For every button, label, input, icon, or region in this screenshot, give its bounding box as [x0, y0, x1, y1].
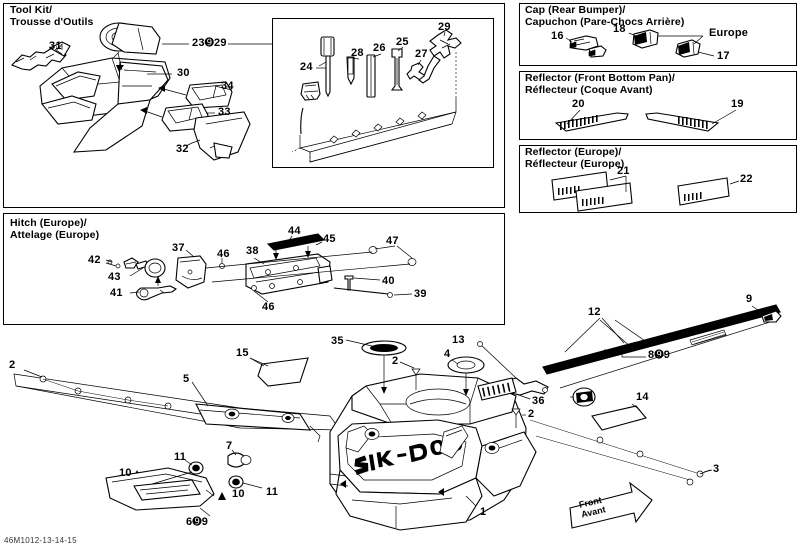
callout-10-right: 10 — [232, 488, 245, 500]
panel-reflector-front-title: Reflector (Front Bottom Pan)/ Réflecteur… — [525, 72, 675, 96]
callout-47: 47 — [386, 235, 399, 247]
callout-35: 35 — [331, 335, 344, 347]
callout-34: 34 — [221, 80, 234, 92]
panel-hitch-title: Hitch (Europe)/ Attelage (Europe) — [10, 217, 100, 241]
callout-14: 14 — [636, 391, 649, 403]
callout-11-bottom: 11 — [266, 486, 279, 498]
callout-2-right: 2 — [528, 408, 535, 420]
callout-8-9: 8➒9 — [648, 349, 671, 361]
callout-32: 32 — [176, 143, 189, 155]
callout-37: 37 — [172, 242, 185, 254]
callout-20: 20 — [572, 98, 585, 110]
callout-46-bottom: 46 — [262, 301, 275, 313]
panel-cap-title: Cap (Rear Bumper)/ Capuchon (Pare-Chocs … — [525, 4, 685, 28]
callout-18: 18 — [613, 23, 626, 35]
callout-41: 41 — [110, 287, 123, 299]
callout-38: 38 — [246, 245, 259, 257]
callout-43: 43 — [108, 271, 121, 283]
callout-16: 16 — [551, 30, 564, 42]
callout-17: 17 — [717, 50, 730, 62]
callout-12: 12 — [588, 306, 601, 318]
callout-28: 28 — [351, 47, 364, 59]
callout-29: 29 — [438, 21, 451, 33]
callout-42: 42 — [88, 254, 101, 266]
callout-9: 9 — [746, 293, 753, 305]
callout-31: 31 — [49, 40, 62, 52]
panel-reflector-europe-title: Reflector (Europe)/ Réflecteur (Europe) — [525, 146, 625, 170]
callout-44: 44 — [288, 225, 301, 237]
callout-27: 27 — [415, 48, 428, 60]
callout-europe: Europe — [709, 27, 749, 39]
callout-33: 33 — [218, 106, 231, 118]
callout-7: 7 — [226, 440, 233, 452]
callout-10-left: 10 — [119, 467, 132, 479]
callout-24: 24 — [300, 61, 313, 73]
callout-2-top: 2 — [392, 355, 399, 367]
callout-21: 21 — [617, 165, 630, 177]
callout-36: 36 — [532, 395, 545, 407]
callout-23-29: 23➒29 — [192, 37, 227, 49]
callout-25: 25 — [396, 36, 409, 48]
callout-2-left: 2 — [9, 359, 16, 371]
callout-22: 22 — [740, 173, 753, 185]
callout-19: 19 — [731, 98, 744, 110]
callout-1: 1 — [480, 506, 487, 518]
callout-13: 13 — [452, 334, 465, 346]
callout-3: 3 — [713, 463, 720, 475]
callout-26: 26 — [373, 42, 386, 54]
callout-40: 40 — [382, 275, 395, 287]
callout-4: 4 — [444, 348, 451, 360]
callout-6-9: 6➒9 — [186, 516, 209, 528]
panel-tool-kit-title: Tool Kit/ Trousse d'Outils — [10, 4, 94, 28]
callout-46-top: 46 — [217, 248, 230, 260]
callout-5: 5 — [183, 373, 190, 385]
callout-15: 15 — [236, 347, 249, 359]
callout-39: 39 — [414, 288, 427, 300]
document-code: 46M1012-13-14-15 — [4, 536, 77, 545]
callout-11-top: 11 — [174, 451, 187, 463]
callout-30: 30 — [177, 67, 190, 79]
callout-45: 45 — [323, 233, 336, 245]
